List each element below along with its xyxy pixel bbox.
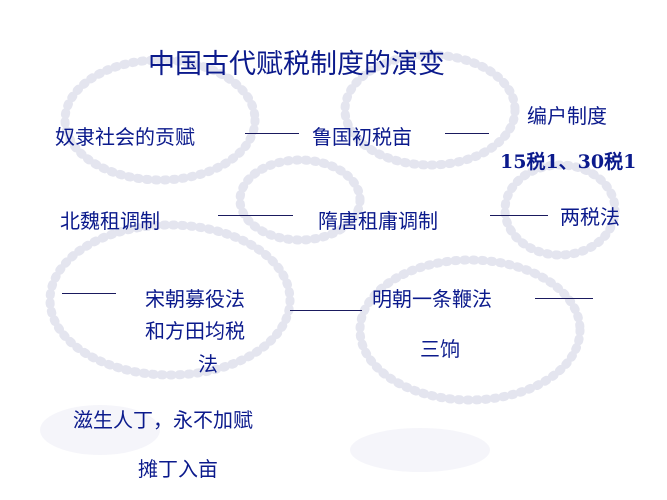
node-lu-tax: 鲁国初税亩 <box>312 125 412 149</box>
connector-line <box>218 215 293 216</box>
node-qing-line2: 摊丁入亩 <box>138 457 218 481</box>
node-beiwei: 北魏租调制 <box>60 209 160 233</box>
node-bianhu-label: 编户制度 <box>527 104 607 128</box>
page-title: 中国古代赋税制度的演变 <box>148 49 445 80</box>
node-qing-line1: 滋生人丁，永不加赋 <box>73 408 253 432</box>
connector-line <box>290 310 362 311</box>
node-liangshui: 两税法 <box>560 205 620 229</box>
connector-line <box>535 298 593 299</box>
node-bianhu-ratio: 15税1、30税1 <box>500 151 637 173</box>
node-song-line1: 宋朝募役法 <box>145 287 245 311</box>
node-sanxiang: 三饷 <box>420 337 460 361</box>
connector-line <box>490 215 548 216</box>
connector-line <box>245 133 299 134</box>
node-suitang: 隋唐租庸调制 <box>318 209 438 233</box>
node-slave-tax: 奴隶社会的贡赋 <box>55 125 195 149</box>
connector-line <box>62 293 116 294</box>
node-song-line2: 和方田均税 <box>145 319 245 343</box>
connector-line <box>445 133 489 134</box>
node-song-line3: 法 <box>198 352 218 376</box>
node-ming: 明朝一条鞭法 <box>372 287 492 311</box>
